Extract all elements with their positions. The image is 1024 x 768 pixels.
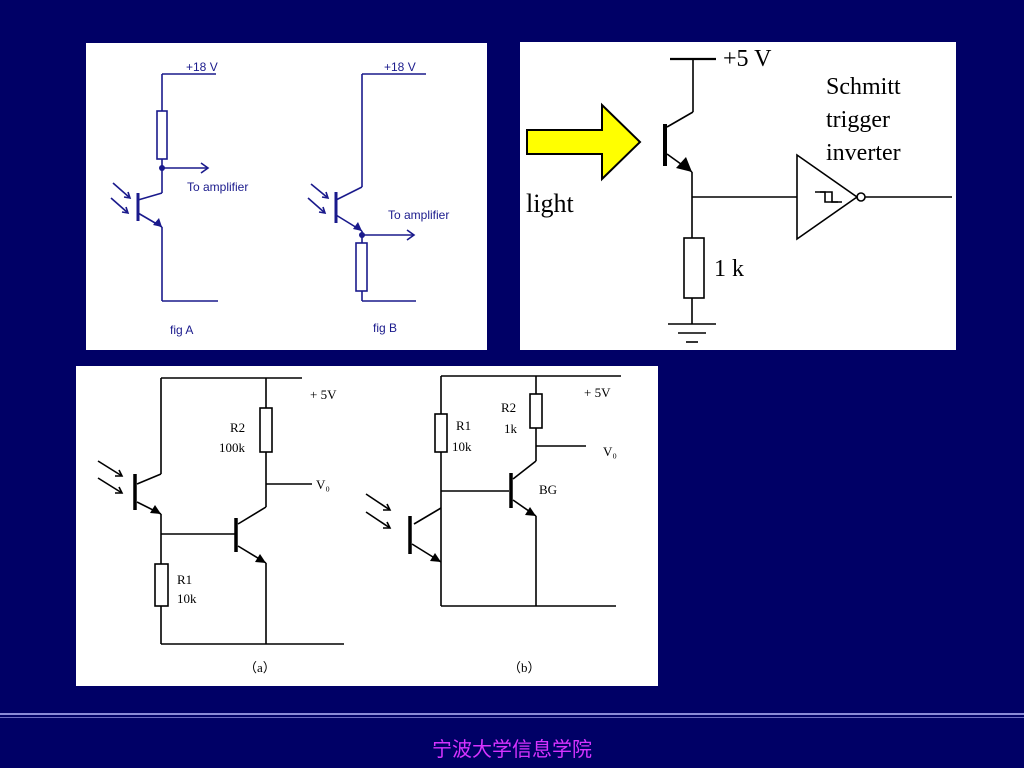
circuit-b-r1 bbox=[434, 413, 448, 453]
circuit-b-r1-name: R1 bbox=[456, 418, 471, 433]
circuit-b-caption: （b） bbox=[508, 660, 541, 675]
gate-label-line-1: Schmitt bbox=[826, 74, 901, 100]
circuit-b-r2-value: 1k bbox=[504, 421, 518, 436]
fig-a-supply-label: +18 V bbox=[186, 60, 218, 74]
schmitt-inverter-gate bbox=[796, 153, 859, 241]
footer-divider bbox=[0, 713, 1024, 715]
circuit-a-r1-name: R1 bbox=[177, 572, 192, 587]
darlington-circuits-panel: + 5V R2 100k V₀ R1 10k （a） + 5V R1 10k R… bbox=[76, 366, 658, 686]
fig-b-resistor bbox=[355, 242, 368, 292]
gate-label-line-3: inverter bbox=[826, 140, 901, 166]
footer-divider-thin bbox=[0, 717, 1024, 718]
footer-institution: 宁波大学信息学院 bbox=[432, 737, 592, 761]
circuit-a-r1 bbox=[154, 563, 169, 607]
two-transistor-schematic: + 5V R2 100k V₀ R1 10k （a） + 5V R1 10k R… bbox=[97, 375, 621, 675]
phototransistor-circuits-panel: +18 V To amplifier fig A +18 V To amplif… bbox=[86, 43, 487, 350]
circuit-b-r2 bbox=[529, 393, 543, 429]
circuit-b-r2-name: R2 bbox=[501, 400, 516, 415]
fig-a-caption: fig A bbox=[170, 323, 193, 337]
fig-b-caption: fig B bbox=[373, 321, 397, 335]
fig-a-output-label: To amplifier bbox=[187, 180, 248, 194]
fig-b-output-label: To amplifier bbox=[388, 208, 449, 222]
circuit-b-transistor-label: BG bbox=[539, 482, 557, 497]
circuit-b-supply-label: + 5V bbox=[584, 385, 611, 400]
circuit-a-caption: （a） bbox=[244, 660, 276, 675]
resistor-label: 1 k bbox=[714, 256, 744, 282]
schmitt-trigger-schematic: +5 V light 1 k Schmitt trigger inverter bbox=[526, 46, 952, 343]
fig-a-resistor bbox=[156, 110, 168, 160]
circuit-a-r1-value: 10k bbox=[177, 591, 197, 606]
circuit-a-output-label: V₀ bbox=[316, 477, 330, 492]
circuit-a-r2 bbox=[259, 407, 273, 453]
schmitt-trigger-circuit-panel: +5 V light 1 k Schmitt trigger inverter bbox=[520, 42, 956, 350]
circuit-a-r2-value: 100k bbox=[219, 440, 246, 455]
circuit-a-supply-label: + 5V bbox=[310, 387, 337, 402]
gate-label-line-2: trigger bbox=[826, 107, 890, 133]
fig-b-supply-label: +18 V bbox=[384, 60, 416, 74]
light-input-label: light bbox=[526, 189, 574, 218]
phototransistor-schematic: +18 V To amplifier fig A +18 V To amplif… bbox=[110, 60, 449, 337]
light-arrow-icon bbox=[526, 102, 642, 182]
circuit-b-r1-value: 10k bbox=[452, 439, 472, 454]
supply-label: +5 V bbox=[723, 46, 772, 72]
load-resistor bbox=[683, 237, 705, 299]
circuit-a-r2-name: R2 bbox=[230, 420, 245, 435]
circuit-b-output-label: V₀ bbox=[603, 444, 617, 459]
